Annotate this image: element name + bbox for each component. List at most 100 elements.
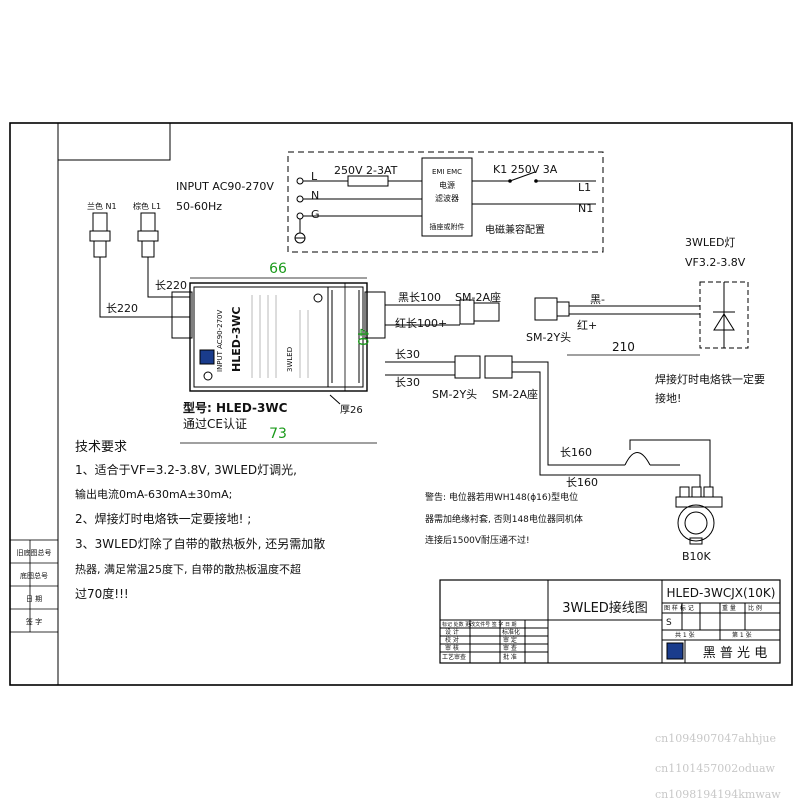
title-block <box>439 579 781 664</box>
approve-3: 批 准 <box>503 653 517 661</box>
emc-config-box <box>287 151 604 253</box>
sheet-number: 第 1 张 <box>732 631 752 639</box>
weight-label: 重 量 <box>722 604 736 612</box>
sheets-total: 共 1 张 <box>675 631 695 639</box>
dim-length-value: 73 <box>269 426 287 442</box>
revision-header: 标记 处数 更改文件号 签 字 日 期 <box>442 621 517 628</box>
fuse-symbol <box>347 175 389 187</box>
side-label-old: 旧底图总号 <box>17 548 52 557</box>
inner-frame <box>57 122 793 686</box>
emi-label-3: 滤波器 <box>435 193 459 203</box>
driver-input-text: INPUT AC90-270V <box>216 310 224 372</box>
k1-rating: K1 250V 3A <box>493 163 558 176</box>
driver-brand: HLED-3WC <box>230 307 243 373</box>
emi-label-2: 电源 <box>439 180 455 190</box>
label-N1-out: N1 <box>578 202 593 215</box>
thickness-label: 厚26 <box>340 404 363 416</box>
std-label: 标准化 <box>502 628 520 636</box>
wire-n1 <box>99 257 190 318</box>
emi-label-1: EMI EMC <box>432 168 462 176</box>
sm2y-plug-1-label: SM-2Y头 <box>526 331 571 344</box>
driver-module: HLED-3WC INPUT AC90-270V 3WLED <box>171 282 386 392</box>
driver-logo <box>199 349 215 365</box>
fuse-rating: 250V 2-3AT <box>334 164 398 177</box>
plug-connector-n1 <box>89 212 111 258</box>
tech-line-1: 1、适合于VF=3.2-3.8V, 3WLED灯调光, <box>75 462 297 477</box>
led-distance-value: 210 <box>612 340 635 354</box>
warning-line-3: 连接后1500V耐压通不过! <box>425 534 530 546</box>
tech-line-3: 2、焊接灯时电烙铁一定要接地! ; <box>75 511 251 526</box>
warning-line-1: 警告: 电位器若用WH148(ϕ16)型电位 <box>425 491 578 503</box>
row-review: 审 核 <box>445 644 459 652</box>
sm2a-socket-1-label: SM-2A座 <box>455 290 501 304</box>
tech-line-5: 热器, 满足常温25度下, 自带的散热板温度不超 <box>75 562 301 576</box>
label-N: N <box>311 189 319 202</box>
led-note-2: 接地! <box>655 392 681 405</box>
input-voltage: INPUT AC90-270V <box>176 180 274 193</box>
wire-len160-a: 长160 <box>560 446 592 459</box>
label-L1-out: L1 <box>578 181 591 194</box>
drawing-title: 3WLED接线图 <box>562 600 648 616</box>
wire-n1-label: 兰色 N1 <box>87 201 117 211</box>
pot-value: B10K <box>682 550 712 563</box>
watermark-2: cn1101457002oduaw <box>655 762 776 775</box>
tech-line-2: 输出电流0mA-630mA±30mA; <box>75 487 232 501</box>
led-note-1: 焊接灯时电烙铁一定要 <box>655 372 765 386</box>
watermark-3: cn1098194194kmwaw <box>655 788 781 800</box>
dim-width-value: 66 <box>269 261 287 277</box>
driver-output-text: 3WLED <box>286 347 294 372</box>
label-L: L <box>311 170 318 183</box>
side-label-date: 日 期 <box>26 595 42 603</box>
ce-label: 通过CE认证 <box>183 417 247 431</box>
wire-l1-label: 棕色 L1 <box>133 201 161 211</box>
terminal-G <box>296 212 304 220</box>
wire-l1 <box>147 257 190 298</box>
company-name: 黑 普 光 电 <box>703 646 767 661</box>
stage-mark: 图 样 标 记 <box>664 604 694 612</box>
led-wire-red: 红+ <box>577 319 597 332</box>
wire-len160-b: 长160 <box>566 476 598 489</box>
side-stamp-table <box>9 539 59 633</box>
sm2y-plug-2 <box>454 355 481 379</box>
approve-1: 审 定 <box>503 636 517 644</box>
tech-line-6: 过70度!!! <box>75 586 129 601</box>
side-label-sign: 签 字 <box>26 617 42 626</box>
k1-switch <box>509 171 536 182</box>
wire-len30-b: 长30 <box>395 376 420 389</box>
led-title: 3WLED灯 <box>685 236 735 249</box>
ratio-label: 比 例 <box>748 604 762 612</box>
row-design: 设 计 <box>445 628 459 636</box>
wire-n1-length: 长220 <box>106 302 138 315</box>
sm2a-socket-2-label: SM-2A座 <box>492 387 538 401</box>
sm2y-plug-1 <box>534 297 558 321</box>
watermark-1: cn1094907047ahhjue <box>655 732 776 745</box>
approve-2: 审 查 <box>503 644 517 652</box>
plug-connector-l1 <box>137 212 159 258</box>
drawing-code: HLED-3WCJX(10K) <box>666 586 775 600</box>
emc-config-label: 电磁兼容配置 <box>485 223 545 236</box>
wire-black-100: 黑长100 <box>398 291 441 304</box>
sm2y-plug-2-label: SM-2Y头 <box>432 388 477 401</box>
input-frequency: 50-60Hz <box>176 200 222 213</box>
wire-red-100: 红长100+ <box>395 317 447 330</box>
sm2a-socket-2 <box>484 355 513 379</box>
corner-box <box>58 123 171 161</box>
terminal-L <box>296 177 304 185</box>
label-G: G <box>311 208 320 221</box>
wire-len30-a: 长30 <box>395 348 420 361</box>
row-check: 校 对 <box>445 636 459 644</box>
terminal-N <box>296 195 304 203</box>
company-logo <box>666 642 684 660</box>
led-vf: VF3.2-3.8V <box>685 256 746 269</box>
stage-s: S <box>666 618 672 628</box>
tech-title: 技术要求 <box>75 440 127 455</box>
model-label: 型号: HLED-3WC <box>183 400 288 415</box>
side-label-base: 底图总号 <box>20 571 48 580</box>
dim-height-value: 40 <box>354 328 370 346</box>
led-diode-icon <box>713 313 735 331</box>
potentiometer-icon <box>675 486 723 545</box>
emi-socket-label: 插座或附件 <box>430 222 465 231</box>
wire-l1-length: 长220 <box>155 279 187 292</box>
tech-line-4: 3、3WLED灯除了自带的散热板外, 还另需加散 <box>75 536 325 551</box>
